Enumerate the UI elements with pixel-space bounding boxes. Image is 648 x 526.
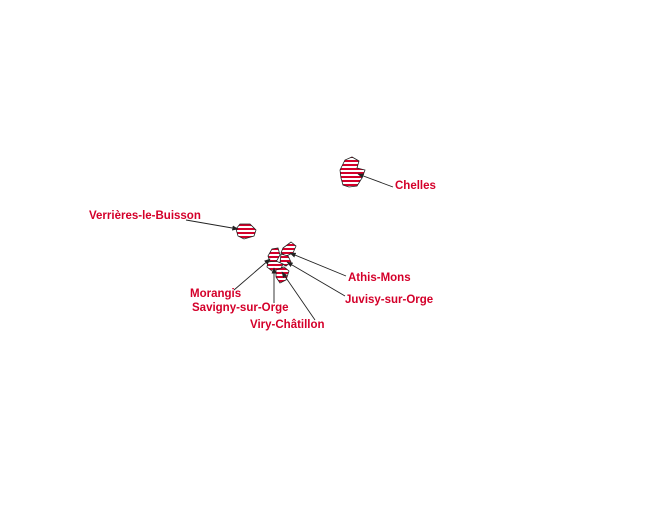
leader-athis [289,252,347,277]
commune-label-chelles: Chelles [395,180,436,192]
leader-verrieres [185,219,239,231]
commune-label-morangis: Morangis [190,288,242,300]
leader-morangis [233,258,271,291]
commune-label-juvisy: Juvisy-sur-Orge [345,294,434,306]
commune-shape-chelles [339,156,366,188]
commune-label-savigny: Savigny-sur-Orge [192,302,289,314]
commune-label-athis: Athis-Mons [348,272,411,284]
commune-label-verrieres: Verrières-le-Buisson [89,210,201,222]
leader-juvisy [286,261,346,297]
leader-chelles [357,173,394,188]
leader-viry [281,271,316,321]
commune-label-viry: Viry-Châtillon [250,319,325,331]
commune-shape-morangis [267,247,281,263]
commune-shape-verrieres [235,223,257,240]
commune-shape-athis [280,241,297,257]
commune-shape-viry [275,266,290,284]
